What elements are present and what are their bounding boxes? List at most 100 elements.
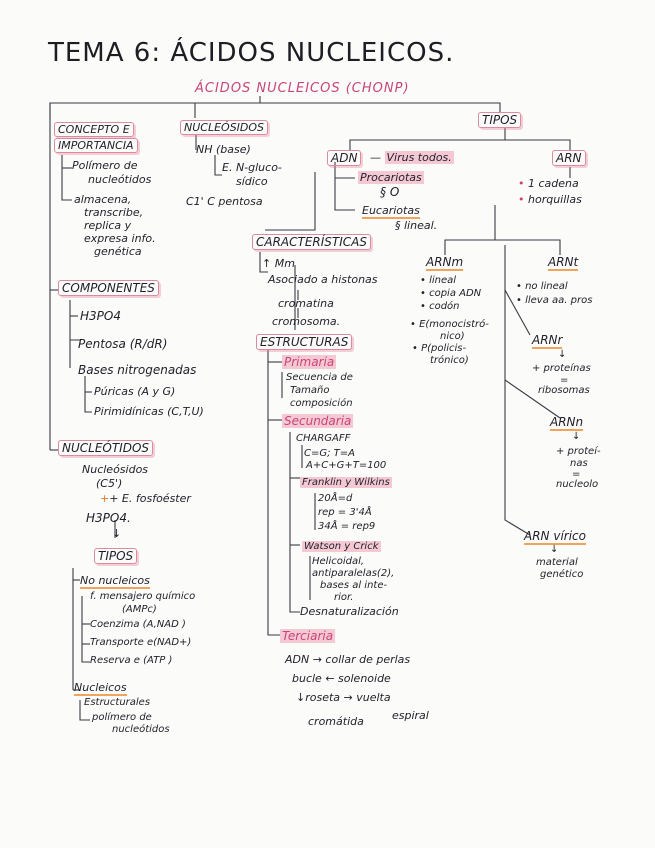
arnm-item: • copia ADN <box>420 288 482 299</box>
eucariotas-text: Eucariotas <box>362 204 420 219</box>
franklin-item: rep = 3'4Å <box>318 507 372 518</box>
nucleotidos-item: (C5') <box>96 477 123 490</box>
watson-item: antiparalelas(2), <box>312 568 395 579</box>
arnm-label: ARNm <box>426 255 464 271</box>
arnn-item: nas <box>570 458 588 469</box>
watson-item: bases al inte- <box>320 580 388 591</box>
no-nucleicos-item: Reserva e (ATP ) <box>90 655 173 666</box>
caracteristicas-item: Asociado a histonas <box>268 273 378 286</box>
no-nucleicos-item: Coenzima (A,NAD ) <box>90 619 186 630</box>
primaria-text: Primaria <box>282 355 337 369</box>
adn-label: ADN <box>327 150 362 166</box>
nucleotidos-item-text: + E. fosfoéster <box>109 492 191 505</box>
tipos-heading: TIPOS <box>478 112 522 128</box>
arrow-down-icon: ↓ <box>550 544 559 555</box>
terciaria-item: cromátida <box>308 715 364 728</box>
nucleotidos-item: ++ E. fosfoéster <box>100 492 191 505</box>
nucleosidos-heading: NUCLEÓSIDOS <box>180 120 269 135</box>
arnn-label: ARNn <box>550 415 584 431</box>
arnn-item: nucleolo <box>556 479 599 490</box>
chargaff-label: CHARGAFF <box>296 433 351 444</box>
caracteristicas-heading: CARACTERÍSTICAS <box>252 234 371 250</box>
primaria-label: Primaria <box>282 355 337 369</box>
franklin-item: 34Å = rep9 <box>318 521 376 532</box>
chargaff-item: C=G; T=A <box>304 448 355 459</box>
arnm-item: • lineal <box>420 275 457 286</box>
componentes-item: H3PO4 <box>80 309 121 323</box>
arnv-item: material <box>536 557 578 568</box>
nucleicos-item: nucleótidos <box>112 724 170 735</box>
page-subtitle: ÁCIDOS NUCLEICOS (CHONP) <box>195 81 410 96</box>
arnt-item: • lleva aa. pros <box>516 295 593 306</box>
arnv-item: genético <box>540 569 584 580</box>
watson-text: Watson y Crick <box>302 541 381 552</box>
watson-item: rior. <box>334 592 354 603</box>
arnr-item: ribosomas <box>538 385 590 396</box>
terciaria-item: bucle ← solenoide <box>292 672 391 685</box>
concepto-item: transcribe, <box>84 206 144 219</box>
arnr-text: ARNr <box>532 333 563 349</box>
no-nucleicos-item: f. mensajero químico <box>90 591 196 602</box>
caracteristicas-item: cromosoma. <box>272 315 341 328</box>
arnr-item: = <box>560 375 569 386</box>
eucariotas-note: § lineal. <box>395 219 438 232</box>
arnr-label: ARNr <box>532 333 563 349</box>
secundaria-text: Secundaria <box>282 414 354 428</box>
terciaria-text: Terciaria <box>280 629 336 643</box>
arnn-item: + proteí- <box>556 446 601 457</box>
concepto-item: replica y <box>84 219 132 232</box>
arnt-item: • no lineal <box>516 281 568 292</box>
primaria-item: composición <box>290 398 353 409</box>
adn-virus: — Virus todos. <box>370 151 454 164</box>
arrow-down-icon: ↓ <box>572 431 581 442</box>
page-title: TEMA 6: ÁCIDOS NUCLEICOS. <box>48 38 455 68</box>
franklin-label: Franklin y Wilkins <box>300 477 392 488</box>
nucleicos-item: Estructurales <box>84 697 151 708</box>
arn-label: ARN <box>552 150 586 166</box>
arnr-item: + proteínas <box>532 363 591 374</box>
nucleicos-text: Nucleicos <box>74 681 127 696</box>
caracteristicas-item: ↑ Mm <box>262 257 295 270</box>
arnm-item: • E(monocistró- <box>410 319 489 330</box>
nucleotidos-tipos-heading: TIPOS <box>94 548 138 564</box>
nucleosidos-item: E. N-gluco- <box>222 161 282 174</box>
arn-item: • 1 cadena <box>518 177 579 190</box>
arrow-down-icon: ↓ <box>112 527 122 540</box>
estructuras-heading: ESTRUCTURAS <box>256 334 353 350</box>
procariotas-text: Procariotas <box>358 171 424 184</box>
terciaria-label: Terciaria <box>280 629 336 643</box>
concepto-heading-2: IMPORTANCIA <box>54 138 138 153</box>
arrow-down-icon: ↓ <box>558 349 567 360</box>
concepto-item: genética <box>94 245 142 258</box>
nucleotidos-heading: NUCLEÓTIDOS <box>58 440 154 456</box>
terciaria-item: espiral <box>392 709 429 722</box>
chargaff-item: A+C+G+T=100 <box>306 460 387 471</box>
procariotas-label: Procariotas <box>358 171 424 184</box>
concepto-item: expresa info. <box>84 232 156 245</box>
arnv-label: ARN vírico <box>524 529 586 545</box>
arn-item: • horquillas <box>518 193 582 206</box>
arnn-item: = <box>572 469 581 480</box>
nucleosidos-item: NH (base) <box>196 143 251 156</box>
componentes-heading: COMPONENTES <box>58 280 159 296</box>
secundaria-label: Secundaria <box>282 414 354 428</box>
caracteristicas-item: cromatina <box>278 297 334 310</box>
arnm-text: ARNm <box>426 255 464 271</box>
desnaturalizacion: Desnaturalización <box>300 605 399 618</box>
arn-item-text: horquillas <box>528 193 582 206</box>
watson-label: Watson y Crick <box>302 541 381 552</box>
primaria-item: Secuencia de <box>286 372 353 383</box>
nucleosidos-item: sídico <box>236 175 268 188</box>
franklin-item: 20Å=d <box>318 493 353 504</box>
arnt-text: ARNt <box>548 255 579 271</box>
componentes-item: Pentosa (R/dR) <box>78 337 168 351</box>
no-nucleicos-item: (AMPc) <box>122 604 157 615</box>
terciaria-item: ADN → collar de perlas <box>285 653 411 666</box>
franklin-text: Franklin y Wilkins <box>300 477 392 488</box>
arnn-text: ARNn <box>550 415 584 431</box>
arn-item-text: 1 cadena <box>528 177 579 190</box>
concepto-item: almacena, <box>74 193 132 206</box>
concepto-item: nucleótidos <box>88 173 152 186</box>
no-nucleicos-text: No nucleicos <box>80 574 150 589</box>
